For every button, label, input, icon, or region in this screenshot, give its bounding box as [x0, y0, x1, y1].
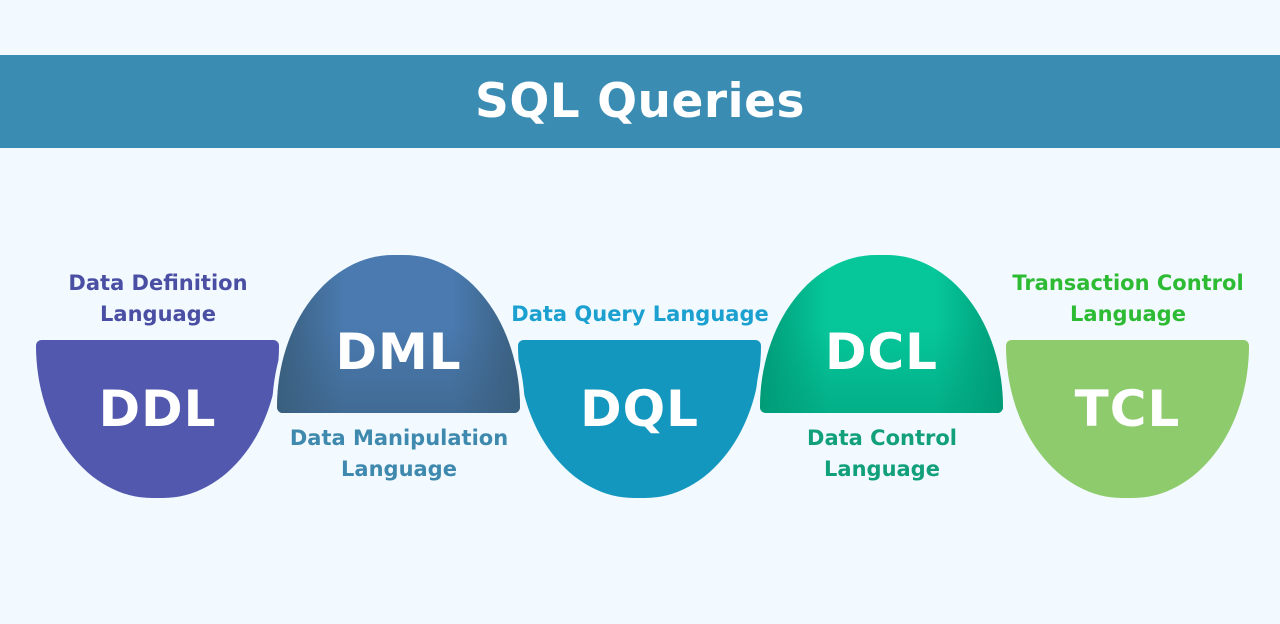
- diagram-node-dql[interactable]: Data Query Language DQL: [511, 302, 769, 498]
- header-banner: SQL Queries: [0, 55, 1280, 148]
- node-abbr-dcl: DCL: [824, 323, 939, 381]
- node-caption-ddl: Data Definition Language: [68, 271, 248, 326]
- node-abbr-dql: DQL: [580, 380, 699, 438]
- diagram-node-dml[interactable]: DML Data Manipulation Language: [272, 250, 525, 481]
- node-caption-tcl: Transaction Control Language: [1012, 271, 1244, 326]
- node-abbr-dml: DML: [335, 323, 462, 381]
- node-abbr-ddl: DDL: [98, 380, 217, 438]
- node-abbr-tcl: TCL: [1074, 380, 1181, 438]
- diagram-node-ddl[interactable]: Data Definition Language DDL: [36, 271, 279, 498]
- diagram-node-tcl[interactable]: Transaction Control Language TCL: [1006, 271, 1249, 498]
- diagram-node-dcl[interactable]: DCL Data Control Language: [755, 250, 1008, 481]
- node-caption-dcl: Data Control Language: [807, 426, 957, 481]
- node-caption-dml: Data Manipulation Language: [289, 426, 509, 481]
- diagram-stage: Data Definition Language DDL DML Data Ma…: [0, 148, 1280, 624]
- node-caption-dql: Data Query Language: [511, 302, 769, 326]
- page-title: SQL Queries: [474, 74, 806, 129]
